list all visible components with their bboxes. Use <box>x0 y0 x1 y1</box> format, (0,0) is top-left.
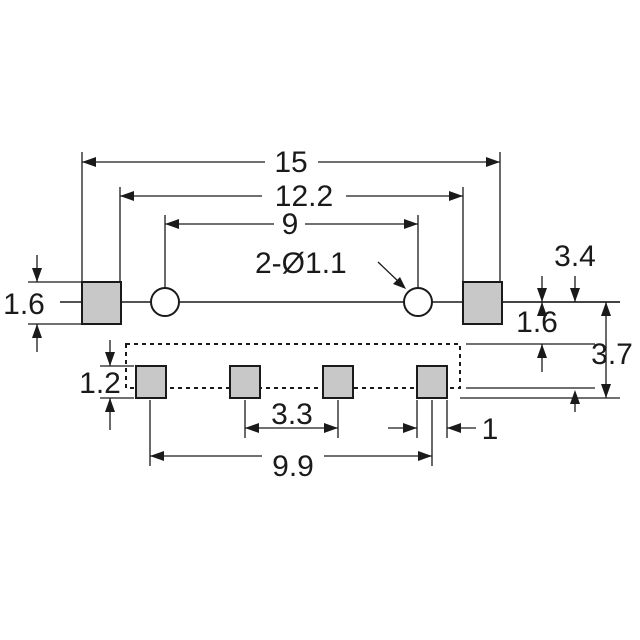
dim-lower-span: 9.9 <box>150 440 432 483</box>
dim-hole-span: 9 <box>165 208 418 241</box>
upper-pad-left <box>81 281 122 325</box>
dim-pad-height: 1.6 <box>3 255 45 352</box>
dim-overall-width-label: 15 <box>274 146 307 179</box>
dim-total-depth-label: 3.7 <box>591 338 633 371</box>
lower-pad-3 <box>322 365 354 399</box>
mounting-hole-left <box>150 287 180 317</box>
dim-lower-pad-height: 1.2 <box>79 340 121 430</box>
upper-pad-right <box>462 281 503 325</box>
hole-callout: 2-Ø1.1 <box>255 247 406 289</box>
dim-lower-pad-height-label: 1.2 <box>79 367 121 400</box>
dim-overall-width: 15 <box>82 146 500 179</box>
mounting-hole-right <box>403 287 433 317</box>
dim-lower-span-label: 9.9 <box>272 450 314 483</box>
dim-pad-span-label: 12.2 <box>275 180 333 213</box>
dim-total-depth: 3.7 <box>570 302 633 412</box>
dim-hole-span-label: 9 <box>282 208 299 241</box>
lower-pad-1 <box>135 365 167 399</box>
dim-pad-height-label: 1.6 <box>3 288 45 321</box>
hole-callout-label: 2-Ø1.1 <box>255 247 347 280</box>
dim-lower-pitch: 3.3 <box>245 398 338 433</box>
lower-pad-4 <box>416 365 448 399</box>
lower-pad-2 <box>229 365 261 399</box>
dim-right-offset-label: 3.4 <box>554 240 596 273</box>
dim-right-gap-label: 1.6 <box>516 306 558 339</box>
dim-lower-pad-width-label: 1 <box>482 413 499 446</box>
dim-pad-span: 12.2 <box>120 180 463 213</box>
component-outline <box>125 343 461 389</box>
dim-right-offset: 3.4 <box>537 240 596 302</box>
dim-right-gap: 1.6 <box>516 302 558 372</box>
dim-lower-pitch-label: 3.3 <box>271 398 313 431</box>
dim-lower-pad-width: 1 <box>388 413 498 446</box>
